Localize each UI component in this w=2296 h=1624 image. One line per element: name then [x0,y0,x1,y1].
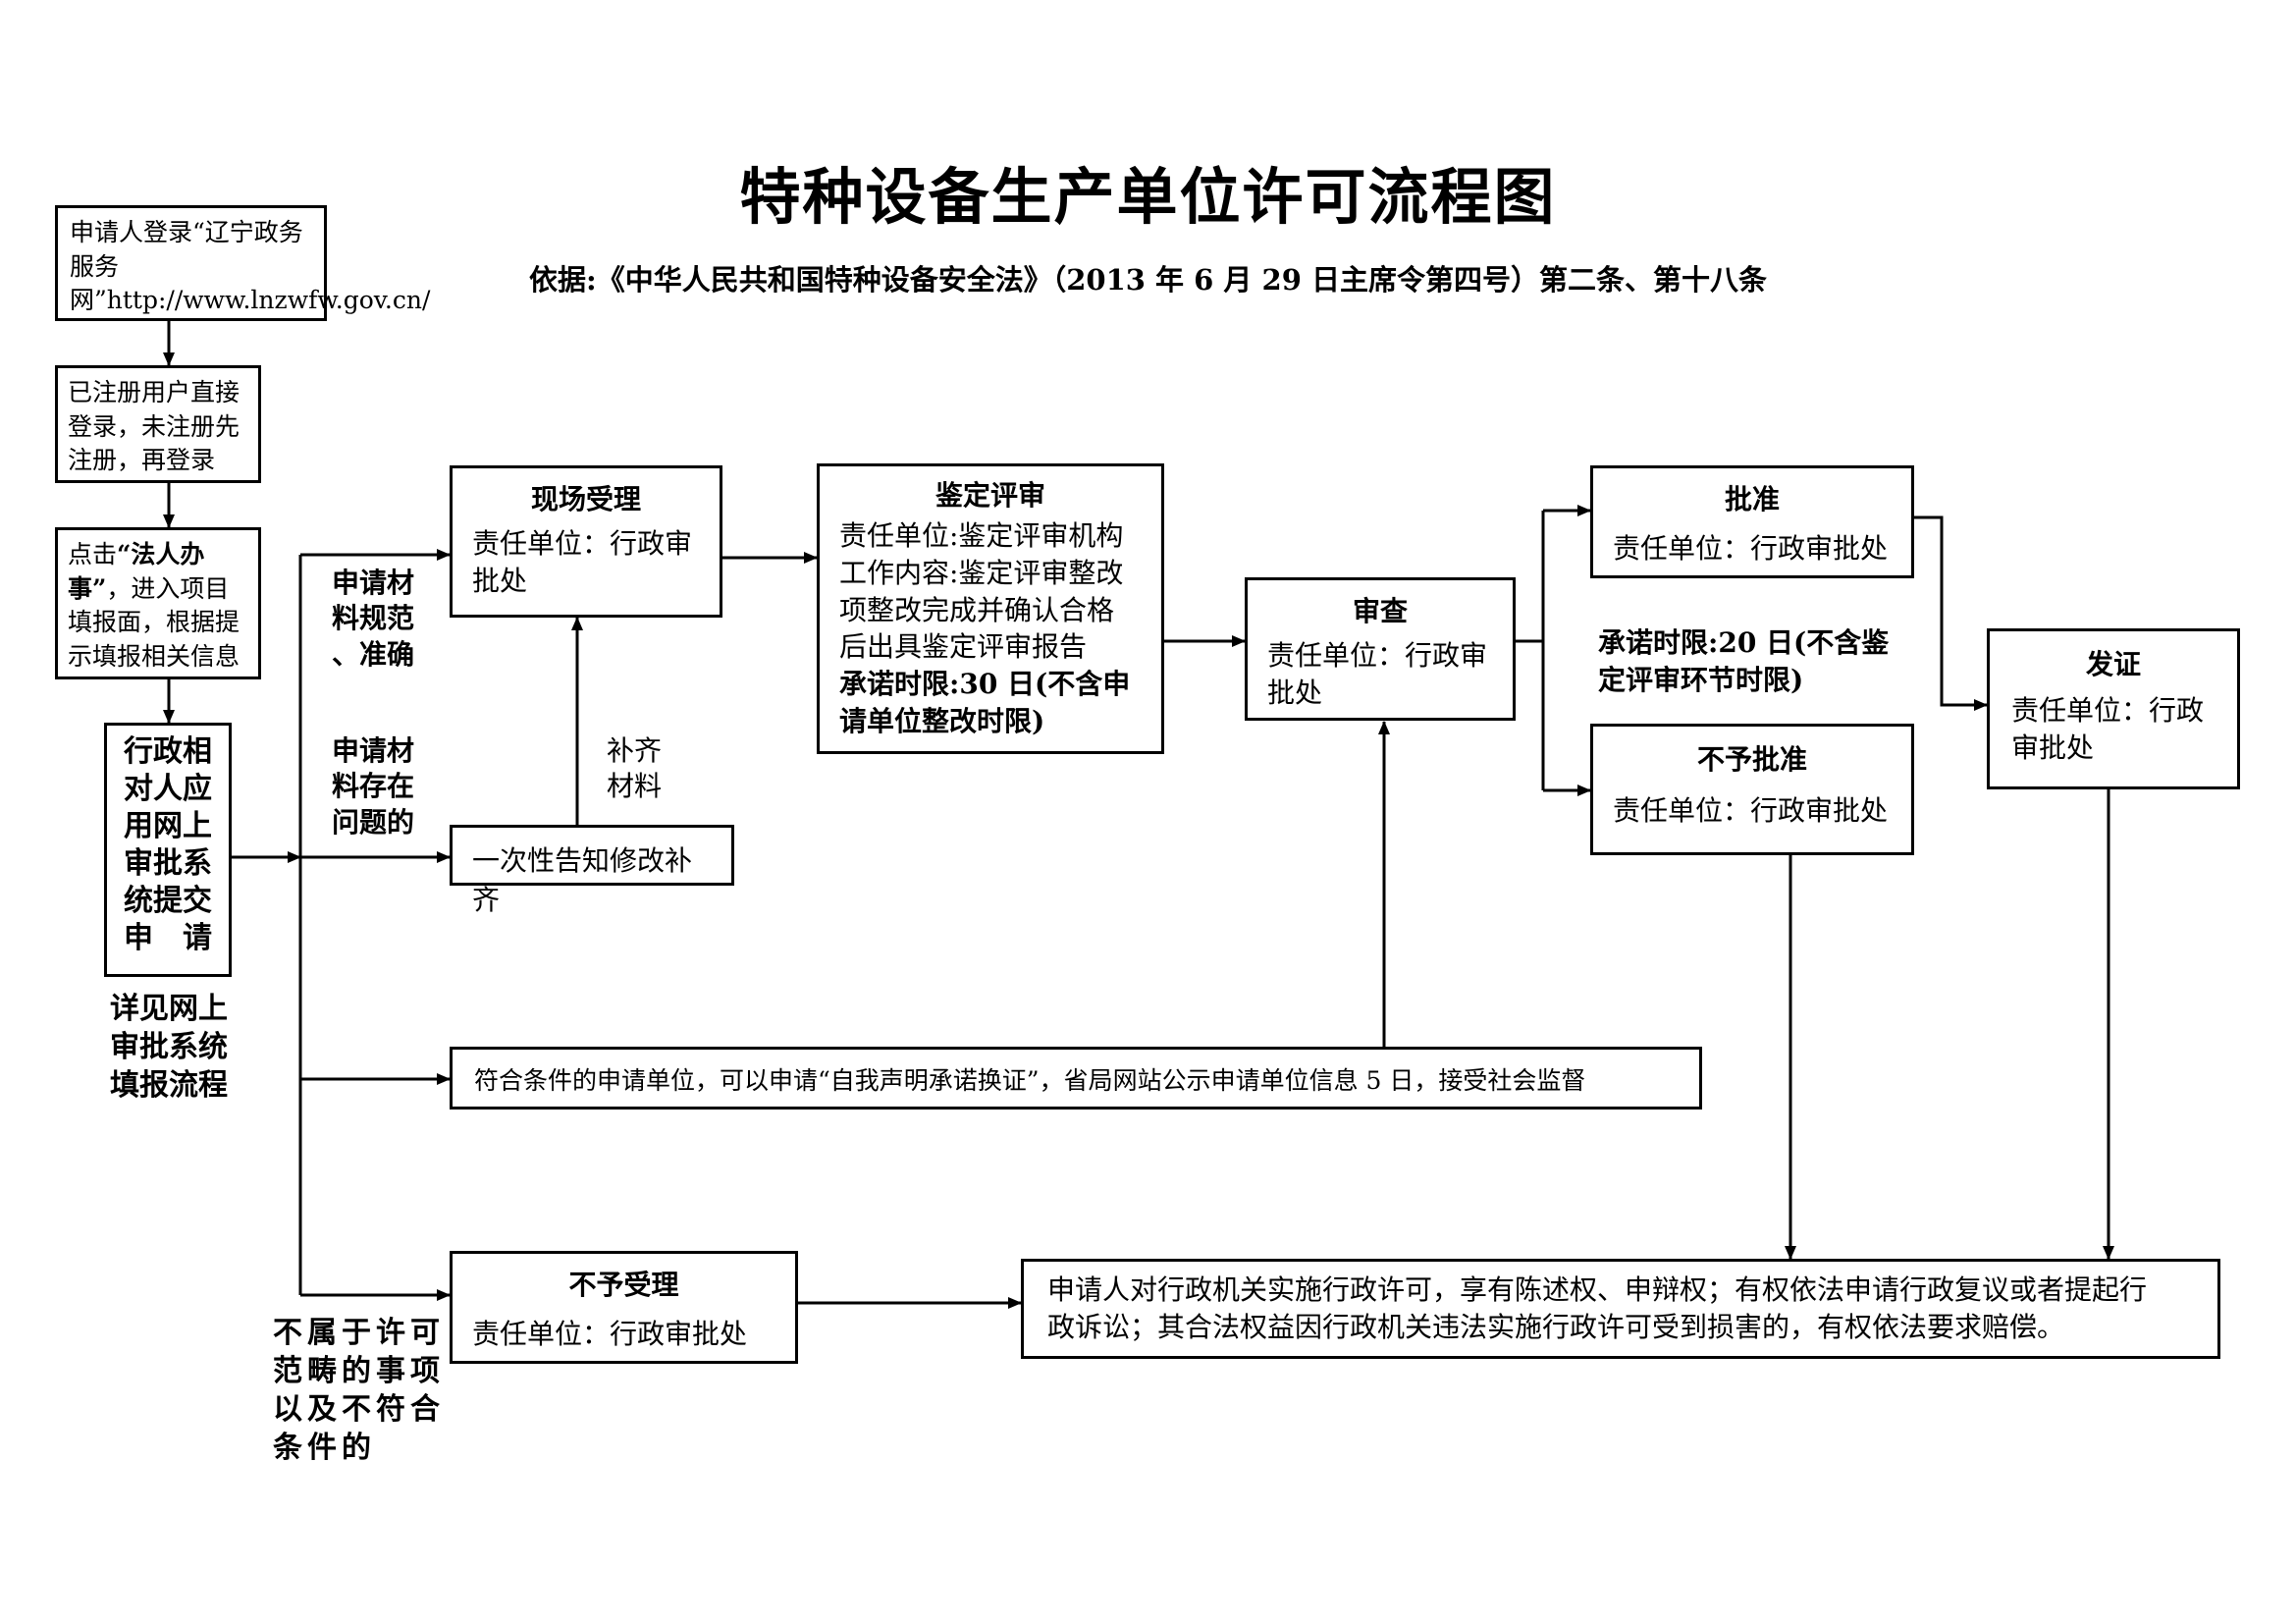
submit-box: 行政相 对人应 用网上 审批系 统提交 申 请 [104,723,232,977]
label-line: 料规范 [332,602,415,635]
evaluation-body: 责任单位:鉴定评审机构 工作内容:鉴定评审整改 项整改完成并确认合格 后出具鉴定… [839,517,1142,740]
body-line: 批处 [1267,676,1323,709]
body-line: 后出具鉴定评审报告 [839,630,1088,664]
see-online-line: 填报流程 [110,1068,228,1103]
register-box: 已注册用户直接登录，未注册先注册，再登录 [55,365,261,483]
submit-text: 行政相 对人应 用网上 审批系 统提交 申 请 [111,733,225,958]
self-declare-text: 符合条件的申请单位，可以申请“自我声明承诺换证”，省局网站公示申请单位信息 5 … [474,1066,1586,1095]
evaluation-title: 鉴定评审 [934,479,1045,512]
review-body: 责任单位：行政审 批处 [1267,637,1493,712]
label-materials-ok: 申请材 料规范 、准确 [332,566,414,673]
label-materials-problem: 申请材 料存在 问题的 [332,733,414,840]
commit-line: 承诺时限:30 日(不含申 [839,668,1131,701]
submit-line: 用网上 [124,809,212,844]
label-out-of-scope: 不属于许可 范畴的事项 以及不符合 条件的 [273,1314,445,1467]
limit-line: 承诺时限:20 日(不含鉴 [1598,626,1890,659]
submit-line: 审批系 [124,846,212,882]
login-text: 申请人登录“辽宁政务服务网”http://www.lnzwfw.gov.cn/ [70,218,431,314]
notify-box: 一次性告知修改补齐 [450,825,734,916]
label-line: 问题的 [332,805,415,839]
body-line: 审批处 [2011,731,2095,764]
review-title: 审查 [1352,595,1408,627]
onsite-body: 责任单位：行政审 批处 [472,525,700,600]
body-line: 责任单位：行政审 [472,527,693,560]
approve-time-limit: 承诺时限:20 日(不含鉴 定评审环节时限) [1598,624,1889,699]
onsite-title: 现场受理 [530,483,641,515]
rights-line: 申请人对行政机关实施行政许可，享有陈述权、申辩权；有权依法申请行政复议或者提起行 [1047,1273,2148,1306]
rights-line: 政诉讼；其合法权益因行政机关违法实施行政许可受到损害的，有权依法要求赔偿。 [1047,1310,2065,1343]
label-line: 范畴的事项 [273,1354,445,1388]
rights-text: 申请人对行政机关实施行政许可，享有陈述权、申辩权；有权依法申请行政复议或者提起行… [1047,1272,2194,1346]
onsite-box: 现场受理 责任单位：行政审 批处 [450,465,722,618]
not-accepted-title: 不予受理 [568,1269,679,1301]
review-box: 审查 责任单位：行政审 批处 [1245,577,1516,721]
label-line: 料存在 [332,770,415,803]
click-suffix: ，进入项目填报面，根据提示填报相关信息 [68,573,240,671]
click-highlight: “法人办事” [68,540,205,603]
commit-line: 请单位整改时限) [839,704,1045,737]
click-box: 点击“法人办事”，进入项目填报面，根据提示填报相关信息 [55,527,261,679]
approve-box: 批准 责任单位：行政审批处 [1590,465,1914,578]
limit-line: 定评审环节时限) [1598,663,1804,696]
self-declare-box: 符合条件的申请单位，可以申请“自我声明承诺换证”，省局网站公示申请单位信息 5 … [450,1047,1702,1110]
body-line: 责任单位：行政 [2011,694,2205,727]
reject-body: 责任单位：行政审批处 [1613,794,1889,827]
see-online-line: 详见网上 [110,992,228,1026]
submit-line: 对人应 [124,772,212,807]
not-accepted-box: 不予受理 责任单位：行政审批处 [450,1251,798,1364]
register-text: 已注册用户直接登录，未注册先注册，再登录 [68,378,240,474]
certificate-box: 发证 责任单位：行政 审批处 [1987,628,2240,789]
body-line: 项整改完成并确认合格 [839,593,1115,626]
evaluation-box: 鉴定评审 责任单位:鉴定评审机构 工作内容:鉴定评审整改 项整改完成并确认合格 … [817,463,1164,754]
label-line: 申请材 [332,734,415,767]
see-online-line: 审批系统 [110,1030,228,1064]
submit-line: 统提交 [124,884,212,919]
body-line: 责任单位：行政审 [1267,639,1488,672]
body-line: 批处 [472,564,528,597]
reject-title: 不予批准 [1696,743,1807,776]
approve-title: 批准 [1724,483,1780,515]
page-title: 特种设备生产单位许可流程图 [739,161,1557,233]
notify-text: 一次性告知修改补齐 [472,844,693,916]
label-line: 申请材 [332,567,415,599]
body-line: 责任单位:鉴定评审机构 [839,519,1124,552]
click-prefix: 点击 [68,540,118,568]
arrow-approve-certificate [1914,515,1988,711]
label-line: 补齐 [607,734,663,767]
login-box: 申请人登录“辽宁政务服务网”http://www.lnzwfw.gov.cn/ [55,205,431,321]
approve-body: 责任单位：行政审批处 [1613,532,1889,565]
label-line: 、准确 [332,637,415,671]
submit-line: 行政相 [124,734,212,769]
certificate-title: 发证 [2085,648,2141,680]
not-accepted-body: 责任单位：行政审批处 [472,1318,748,1350]
label-line: 材料 [607,770,663,803]
see-online-note: 详见网上 审批系统 填报流程 [110,990,228,1105]
click-text: 点击“法人办事”，进入项目填报面，根据提示填报相关信息 [68,538,248,674]
rights-box: 申请人对行政机关实施行政许可，享有陈述权、申辩权；有权依法申请行政复议或者提起行… [1021,1259,2220,1359]
label-line: 条件的 [273,1431,376,1465]
submit-line: 申 请 [124,921,212,956]
legal-basis: 依据:《中华人民共和国特种设备安全法》（2013 年 6 月 29 日主席令第四… [529,263,1767,297]
body-line: 工作内容:鉴定评审整改 [839,556,1124,589]
label-supplement: 补齐 材料 [607,733,662,805]
certificate-body: 责任单位：行政 审批处 [2011,692,2216,767]
reject-box: 不予批准 责任单位：行政审批处 [1590,724,1914,855]
label-line: 不属于许可 [273,1316,445,1350]
label-line: 以及不符合 [273,1392,445,1427]
